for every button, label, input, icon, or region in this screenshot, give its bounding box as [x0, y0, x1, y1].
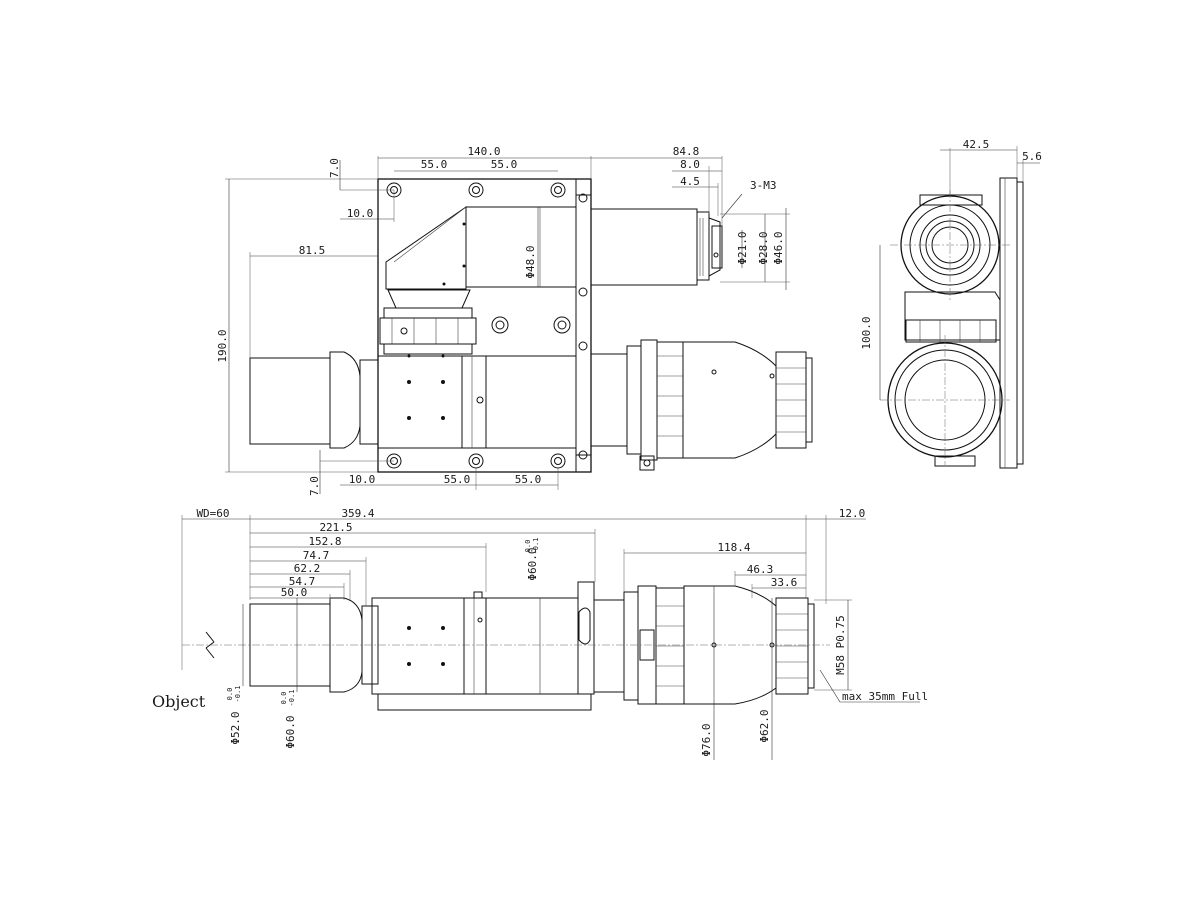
dia-76: Φ76.0 — [700, 723, 713, 756]
dim-118-4: 118.4 — [717, 541, 750, 554]
dim-81-5: 81.5 — [299, 244, 326, 257]
camera-adapter — [696, 211, 723, 281]
dim-7-top: 7.0 — [328, 158, 341, 178]
dim-55-d: 55.0 — [515, 473, 542, 486]
dim-7-bottom: 7.0 — [308, 476, 321, 496]
dia-28: Φ28.0 — [757, 231, 770, 264]
bottom-base-plate — [377, 693, 592, 711]
dim-74-7: 74.7 — [303, 549, 330, 562]
dim-62-2: 62.2 — [294, 562, 321, 575]
mounting-plate — [377, 178, 592, 473]
dia-46: Φ46.0 — [772, 231, 785, 264]
plate-screws — [386, 182, 588, 469]
sensor-note: max 35mm Full — [842, 690, 928, 703]
dia-60-mid: Φ60.0 — [526, 547, 539, 580]
dia-52: Φ52.0 — [229, 711, 242, 744]
dim-140: 140.0 — [467, 145, 500, 158]
dim-10-bottom: 10.0 — [349, 473, 376, 486]
dim-54-7: 54.7 — [289, 575, 316, 588]
bottom-dimension-text: WD=60 359.4 12.0 221.5 152.8 74.7 62.2 5… — [152, 507, 928, 757]
dim-100: 100.0 — [860, 316, 873, 349]
dim-5-6: 5.6 — [1022, 150, 1042, 163]
upper-focus-ring — [379, 289, 477, 355]
dim-55-a: 55.0 — [421, 158, 448, 171]
prism-block — [385, 206, 467, 290]
object-label: Object — [152, 692, 206, 711]
dim-46-3: 46.3 — [747, 563, 774, 576]
dim-42-5: 42.5 — [963, 138, 990, 151]
front-dimensions — [225, 156, 790, 494]
dia-60-left: Φ60.0 — [284, 715, 297, 748]
dim-8: 8.0 — [680, 158, 700, 171]
front-lens-barrel — [590, 339, 813, 471]
front-view: 140.0 55.0 55.0 84.8 8.0 4.5 3-M3 7.0 10… — [216, 145, 813, 496]
tol-52-bot: -0.1 — [234, 686, 242, 703]
dim-84-8: 84.8 — [673, 145, 700, 158]
tol-60-bot: -0.1 — [288, 690, 296, 707]
dim-12: 12.0 — [839, 507, 866, 520]
dim-50: 50.0 — [281, 586, 308, 599]
upper-tube — [465, 206, 577, 288]
dia-48: Φ48.0 — [524, 245, 537, 278]
tol-60-top: 0.0 — [280, 692, 288, 705]
tol-mid-top: 0.0 — [524, 540, 532, 553]
dim-33-6: 33.6 — [771, 576, 798, 589]
dim-10-top: 10.0 — [347, 207, 374, 220]
tol-mid-bot: -0.1 — [532, 538, 540, 555]
thread-3m3: 3-M3 — [750, 179, 777, 192]
dia-21: Φ21.0 — [736, 231, 749, 264]
wd-label: WD=60 — [196, 507, 229, 520]
bottom-view — [181, 515, 920, 760]
side-view: 42.5 5.6 100.0 — [860, 138, 1042, 469]
mount-thread: M58 P0.75 — [834, 615, 847, 675]
tol-52-top: 0.0 — [226, 688, 234, 701]
dim-221-5: 221.5 — [319, 521, 352, 534]
dim-190: 190.0 — [216, 329, 229, 362]
front-dimension-text: 140.0 55.0 55.0 84.8 8.0 4.5 3-M3 7.0 10… — [216, 145, 785, 496]
dim-55-c: 55.0 — [444, 473, 471, 486]
front-objective — [249, 351, 379, 449]
dim-359-4: 359.4 — [341, 507, 374, 520]
side-plate — [999, 177, 1018, 469]
lower-tube — [377, 355, 577, 449]
dia-62: Φ62.0 — [758, 709, 771, 742]
dim-152-8: 152.8 — [308, 535, 341, 548]
dim-55-b: 55.0 — [491, 158, 518, 171]
dim-4-5: 4.5 — [680, 175, 700, 188]
